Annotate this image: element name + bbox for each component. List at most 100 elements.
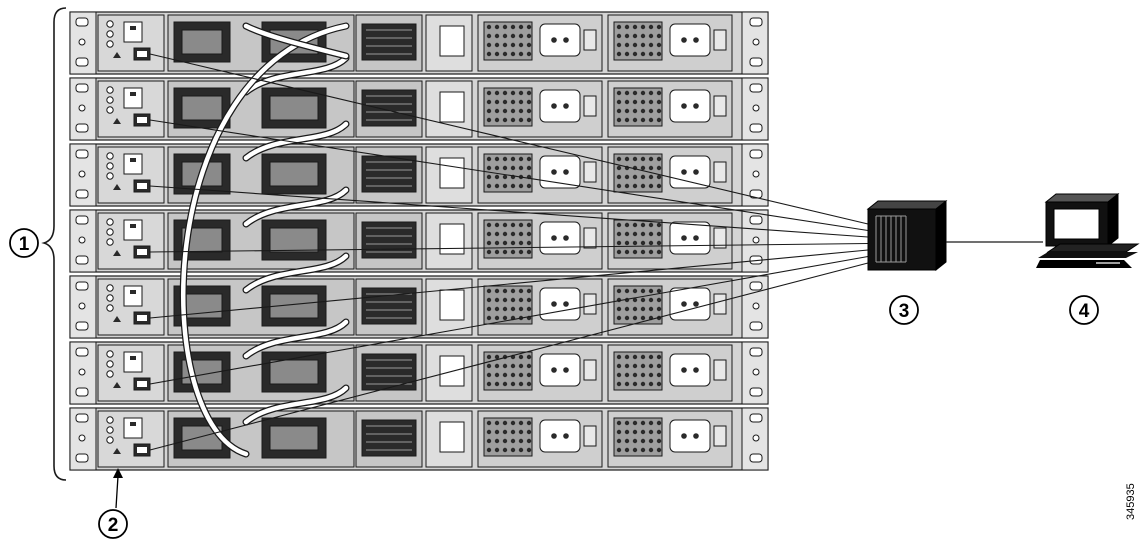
psu-vent-hole bbox=[640, 231, 646, 237]
psu-vent-hole bbox=[502, 420, 508, 426]
psu-vent-hole bbox=[494, 90, 500, 96]
psu-vent-hole bbox=[494, 438, 500, 444]
psu-vent-hole bbox=[526, 354, 532, 360]
psu-vent-hole bbox=[494, 42, 500, 48]
psu-vent-hole bbox=[624, 288, 630, 294]
ac-pin bbox=[551, 301, 557, 307]
psu-vent-hole bbox=[624, 183, 630, 189]
ac-inlet bbox=[539, 221, 581, 255]
psu-vent-hole bbox=[632, 354, 638, 360]
psu-latch bbox=[713, 161, 727, 183]
psu-vent-hole bbox=[518, 183, 524, 189]
warning-icon bbox=[113, 118, 121, 124]
switch-chassis-icon bbox=[69, 143, 769, 207]
psu-vent-hole bbox=[486, 99, 492, 105]
power-supply-icon bbox=[607, 80, 733, 138]
psu-vent-hole bbox=[518, 354, 524, 360]
psu-vent-hole bbox=[640, 297, 646, 303]
psu-vent-hole bbox=[510, 438, 516, 444]
psu-vent-hole bbox=[656, 165, 662, 171]
power-supply-icon bbox=[607, 212, 733, 270]
power-supply-icon bbox=[477, 344, 603, 402]
psu-vent-hole bbox=[502, 288, 508, 294]
psu-vent-hole bbox=[648, 297, 654, 303]
console-cable bbox=[149, 262, 869, 451]
psu-vent-hole bbox=[632, 117, 638, 123]
psu-vent-hole bbox=[518, 381, 524, 387]
rack-hole bbox=[75, 83, 89, 93]
rack-hole bbox=[749, 387, 763, 397]
status-led bbox=[106, 294, 114, 302]
psu-vent-hole bbox=[656, 99, 662, 105]
psu-vent-hole bbox=[494, 231, 500, 237]
psu-vent-hole bbox=[526, 183, 532, 189]
psu-vent-hole bbox=[656, 90, 662, 96]
psu-vent-hole bbox=[502, 108, 508, 114]
psu-vent-hole bbox=[486, 165, 492, 171]
aux-port bbox=[439, 289, 465, 321]
psu-latch bbox=[583, 425, 597, 447]
psu-vent-hole bbox=[632, 240, 638, 246]
psu-vent-hole bbox=[510, 420, 516, 426]
callout-2: 2 bbox=[98, 509, 128, 539]
status-led bbox=[106, 96, 114, 104]
psu-latch bbox=[583, 29, 597, 51]
psu-vent-hole bbox=[656, 381, 662, 387]
stack-cable-icon bbox=[243, 121, 349, 161]
psu-vent-hole bbox=[486, 354, 492, 360]
psu-vent-hole bbox=[526, 447, 532, 453]
power-supply-icon bbox=[607, 14, 733, 72]
switch-stack bbox=[69, 11, 769, 471]
psu-latch bbox=[583, 359, 597, 381]
port-latch bbox=[130, 158, 136, 162]
psu-vent-hole bbox=[502, 117, 508, 123]
psu-vent-hole bbox=[624, 24, 630, 30]
fan-grille bbox=[361, 221, 417, 259]
psu-vent-hole bbox=[502, 438, 508, 444]
psu-vent-hole bbox=[640, 420, 646, 426]
status-led bbox=[106, 30, 114, 38]
psu-vent-hole bbox=[502, 99, 508, 105]
ac-inlet bbox=[669, 89, 711, 123]
ac-pin bbox=[681, 169, 687, 175]
stack-port-inner bbox=[269, 425, 319, 451]
psu-vent-hole bbox=[494, 240, 500, 246]
psu-vent-hole bbox=[494, 108, 500, 114]
psu-vent-hole bbox=[656, 174, 662, 180]
stack-port-inner bbox=[269, 95, 319, 121]
psu-vent-hole bbox=[640, 222, 646, 228]
psu-vent-hole bbox=[510, 99, 516, 105]
ac-inlet bbox=[539, 155, 581, 189]
callout-1: 1 bbox=[9, 228, 39, 258]
psu-vent-hole bbox=[502, 174, 508, 180]
status-led bbox=[106, 152, 114, 160]
callout-4: 4 bbox=[1069, 295, 1099, 325]
switch-chassis-icon bbox=[69, 275, 769, 339]
rack-hole bbox=[752, 104, 760, 112]
psu-vent bbox=[483, 21, 533, 61]
psu-vent-hole bbox=[494, 156, 500, 162]
rack-hole bbox=[75, 413, 89, 423]
psu-vent-hole bbox=[486, 156, 492, 162]
ac-inlet bbox=[539, 23, 581, 57]
rack-hole bbox=[749, 149, 763, 159]
psu-vent-hole bbox=[502, 429, 508, 435]
psu-vent-hole bbox=[510, 249, 516, 255]
rack-hole bbox=[749, 453, 763, 463]
switch-chassis-icon bbox=[69, 341, 769, 405]
psu-vent-hole bbox=[648, 51, 654, 57]
psu-latch bbox=[583, 293, 597, 315]
psu-vent-hole bbox=[632, 51, 638, 57]
callout-3-label: 3 bbox=[899, 301, 910, 322]
psu-vent-hole bbox=[656, 288, 662, 294]
psu-vent-hole bbox=[640, 315, 646, 321]
psu-vent bbox=[483, 351, 533, 391]
psu-vent-hole bbox=[502, 315, 508, 321]
psu-vent-hole bbox=[648, 288, 654, 294]
psu-vent-hole bbox=[494, 165, 500, 171]
psu-vent-hole bbox=[518, 288, 524, 294]
port-latch bbox=[130, 224, 136, 228]
psu-vent-hole bbox=[624, 429, 630, 435]
power-supply-icon bbox=[477, 146, 603, 204]
psu-vent-hole bbox=[518, 447, 524, 453]
